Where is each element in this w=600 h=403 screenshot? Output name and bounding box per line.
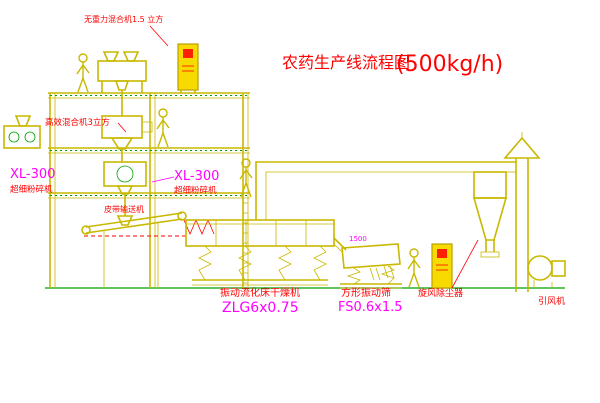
- label-mid-mill-model: XL-300: [174, 169, 219, 184]
- mid-pulverizer: [103, 161, 147, 195]
- person-icon: [239, 158, 253, 198]
- label-screen-model: FS0.6x1.5: [338, 300, 403, 315]
- induced-draft-fan: [527, 255, 566, 288]
- label-fan: 引风机: [538, 295, 565, 307]
- label-screen-name: 方形振动筛: [341, 286, 391, 299]
- label-belt-conveyor: 皮带输送机: [104, 204, 144, 214]
- label-mid-mixer: 高效混合机3立方: [45, 117, 110, 128]
- worker-figures: [76, 53, 421, 288]
- vibrating-screen: [340, 243, 402, 289]
- dust-collector-cabinet-2: [431, 243, 453, 289]
- leader-lines: [117, 25, 479, 289]
- label-dryer-model: ZLG6x0.75: [222, 300, 299, 316]
- ladder: [243, 202, 248, 284]
- left-pulverizer: [3, 115, 41, 149]
- drawing-capacity: (500kg/h): [396, 52, 503, 77]
- labels: 农药生产线流程图 (500kg/h) 无重力混合机1.5 立方 高效混合机3立方…: [10, 14, 565, 316]
- exhaust-stack: [503, 132, 541, 292]
- person-icon: [76, 53, 90, 93]
- belt-conveyor: [81, 211, 187, 288]
- label-left-mill-name: 超细粉碎机: [10, 184, 53, 195]
- dust-collector-cabinet-1: [177, 43, 199, 93]
- label-mid-mill-name: 超细粉碎机: [174, 185, 217, 196]
- person-icon: [407, 248, 421, 288]
- dryer-feed-hatch: [183, 218, 215, 236]
- label-top-mixer: 无重力混合机1.5 立方: [84, 14, 163, 24]
- drawing-title: 农药生产线流程图: [282, 53, 410, 72]
- ribbon-mixer: [101, 115, 153, 150]
- gravity-free-mixer: [97, 51, 147, 93]
- label-dryer-name: 振动流化床干燥机: [220, 286, 300, 299]
- label-screen-dim: 1500: [349, 235, 367, 243]
- person-icon: [156, 108, 170, 148]
- exhaust-duct: [255, 161, 516, 220]
- cyclone-separator: [472, 171, 508, 258]
- label-left-mill-model: XL-300: [10, 167, 55, 182]
- fluid-bed-dryer: [185, 219, 347, 286]
- label-cyclone: 旋风除尘器: [418, 287, 463, 299]
